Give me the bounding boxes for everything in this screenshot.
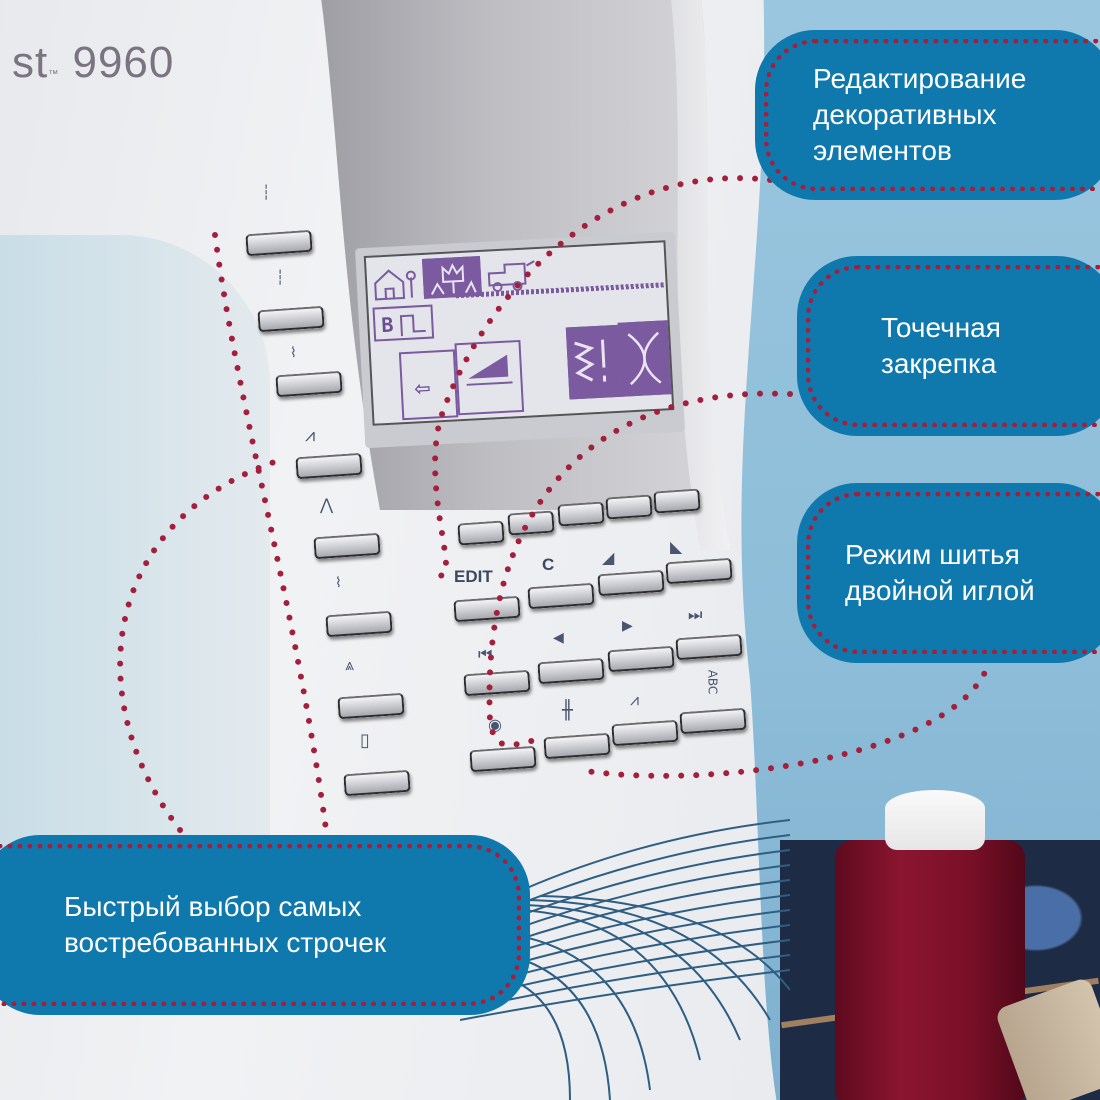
free-arm	[0, 235, 270, 875]
callout-line: Быстрый выбор самых	[64, 891, 362, 922]
tack-button[interactable]	[611, 719, 679, 747]
pattern-end-icon: ⏭	[688, 605, 703, 624]
font-letter: B	[380, 312, 395, 338]
callout-line: элементов	[813, 135, 952, 166]
straight-stitch-center-icon: ┆	[262, 185, 271, 201]
right-arrow-icon: ▶	[622, 618, 633, 634]
lcd-screen: B ⇦	[363, 240, 675, 426]
edit-button[interactable]	[453, 595, 521, 623]
callout-spot-tack: Точечная закрепка	[797, 256, 1100, 436]
callout-line: Редактирование	[813, 63, 1027, 94]
callout-line: Точечная	[881, 312, 1001, 343]
buttonhole-icon: ▯	[360, 730, 370, 751]
spot-tack-button-icon: ◉	[488, 715, 502, 734]
callout-quick-select: Быстрый выбор самых востребованных строч…	[0, 835, 530, 1015]
back-arrow-icon[interactable]: ⇦	[398, 349, 459, 421]
mirror-right-button[interactable]	[665, 557, 733, 585]
twin-needle-icon[interactable]	[617, 320, 672, 397]
stitch-button-5[interactable]	[313, 532, 381, 560]
lcd-softkey-4[interactable]	[605, 494, 653, 520]
callout-twin-needle: Режим шитья двойной иглой	[797, 483, 1100, 663]
edit-label: EDIT	[454, 567, 493, 586]
model-name: st™ 9960	[12, 38, 174, 88]
lcd-softkey-2[interactable]	[507, 510, 555, 536]
left-arrow-icon: ◀	[553, 630, 564, 646]
pattern-end-button[interactable]	[675, 633, 743, 661]
clear-label: C	[542, 555, 555, 574]
callout-decorative-editing: Редактирование декоративных элементов	[755, 30, 1100, 200]
mirror-left-button[interactable]	[597, 569, 665, 597]
abc-label: ABC	[705, 669, 720, 695]
callout-line: декоративных	[813, 99, 997, 130]
model-number: 9960	[72, 38, 175, 87]
red-thread-spool	[835, 840, 1025, 1100]
twin-needle-button-icon: ╫	[562, 700, 573, 721]
model-label: st	[12, 38, 49, 87]
stitch-button-8[interactable]	[343, 769, 411, 797]
tack-icon: ⩘	[630, 690, 640, 709]
blind-hem-stitch-icon: ⋀	[320, 495, 334, 514]
spot-tack-icon[interactable]	[565, 324, 622, 400]
callout-line: двойной иглой	[845, 575, 1035, 606]
left-button[interactable]	[537, 657, 605, 685]
spool-cap	[885, 790, 985, 850]
mirror-right-icon: ◣	[670, 537, 683, 556]
stitch-width-icon[interactable]	[454, 339, 525, 416]
straight-stitch-reinforced-icon: ⌇	[290, 345, 297, 361]
train-icon[interactable]	[484, 255, 538, 294]
pattern-start-icon: ⏮	[478, 644, 493, 663]
satin-stitch-icon: ⌇	[335, 575, 342, 591]
stitch-button-7[interactable]	[337, 692, 405, 720]
house-icon[interactable]	[370, 263, 422, 302]
pattern-start-button[interactable]	[463, 669, 531, 697]
stitch-button-4[interactable]	[295, 452, 363, 480]
clear-button[interactable]	[527, 582, 595, 610]
overlock-stitch-icon: ⩓	[345, 655, 355, 674]
right-button[interactable]	[607, 645, 675, 673]
spot-tack-button[interactable]	[469, 745, 537, 773]
lcd-softkey-1[interactable]	[457, 520, 505, 546]
zigzag-stitch-icon: ⩘	[305, 425, 316, 446]
twin-needle-button[interactable]	[543, 732, 611, 760]
mirror-left-icon: ◢	[602, 548, 615, 567]
stitch-button-1[interactable]	[245, 229, 313, 257]
callout-line: закрепка	[881, 348, 997, 379]
font-button[interactable]	[679, 707, 747, 735]
straight-stitch-left-icon: ┆	[276, 270, 285, 286]
stitch-button-2[interactable]	[257, 305, 325, 333]
callout-line: Режим шитья	[845, 539, 1020, 570]
stitch-button-6[interactable]	[325, 610, 393, 638]
stitch-button-3[interactable]	[275, 370, 343, 398]
callout-line: востребованных строчек	[64, 927, 387, 958]
font-b-icon[interactable]: B	[372, 304, 435, 342]
trademark: ™	[48, 69, 60, 80]
lcd-softkey-3[interactable]	[557, 501, 605, 527]
lcd-softkey-5[interactable]	[653, 488, 701, 514]
